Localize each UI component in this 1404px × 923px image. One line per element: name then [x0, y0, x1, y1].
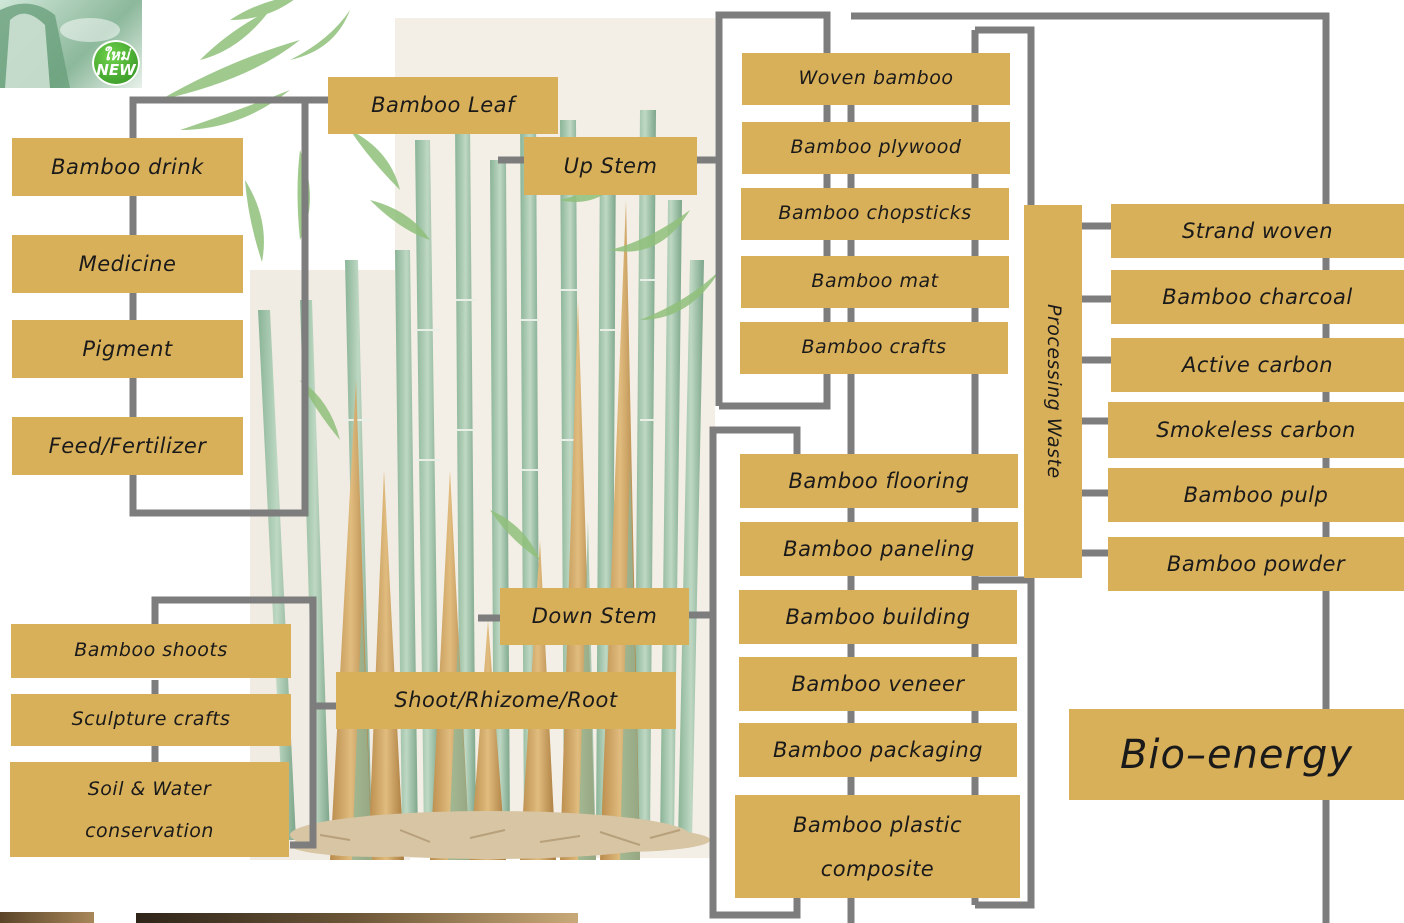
leaf-product-pigment: Pigment: [12, 320, 243, 378]
plastic-composite-line1: Bamboo plastic: [792, 812, 963, 837]
soil-water-line2: conservation: [85, 819, 214, 842]
root-product-bamboo-shoots: Bamboo shoots: [11, 624, 291, 678]
up-stem-product-bamboo-chopsticks: Bamboo chopsticks: [741, 188, 1009, 240]
down-stem-product-bamboo-veneer: Bamboo veneer: [739, 657, 1017, 711]
badge-thai-text: ใหม่: [102, 46, 130, 64]
up-stem-product-bamboo-mat: Bamboo mat: [741, 256, 1009, 308]
soil-water-line1: Soil & Water: [87, 777, 212, 800]
root-product-sculpture-crafts: Sculpture crafts: [11, 694, 291, 746]
category-down-stem: Down Stem: [500, 588, 689, 645]
leaf-product-medicine: Medicine: [12, 235, 243, 293]
waste-product-bamboo-pulp: Bamboo pulp: [1108, 468, 1404, 522]
down-stem-product-bamboo-packaging: Bamboo packaging: [739, 723, 1017, 777]
up-stem-product-woven-bamboo: Woven bamboo: [742, 53, 1010, 105]
root-product-soil-water-conservation: Soil & Water conservation: [10, 762, 289, 857]
plastic-composite-line2: composite: [820, 856, 935, 881]
category-processing-waste: Processing Waste: [1024, 205, 1082, 578]
category-shoot-rhizome-root: Shoot/Rhizome/Root: [336, 672, 676, 729]
down-stem-product-bamboo-plastic-composite: Bamboo plastic composite: [735, 795, 1020, 898]
category-bamboo-leaf: Bamboo Leaf: [328, 77, 558, 134]
waste-product-active-carbon: Active carbon: [1111, 338, 1404, 392]
bottle-image: [0, 3, 120, 88]
bottom-photo-right: [136, 913, 578, 923]
waste-product-bamboo-charcoal: Bamboo charcoal: [1111, 270, 1404, 324]
category-up-stem: Up Stem: [524, 137, 697, 195]
waste-product-smokeless-carbon: Smokeless carbon: [1108, 402, 1404, 458]
down-stem-product-bamboo-paneling: Bamboo paneling: [740, 522, 1018, 576]
new-badge: ใหม่ NEW: [92, 40, 140, 86]
up-stem-product-bamboo-plywood: Bamboo plywood: [742, 122, 1010, 174]
leaf-product-feed-fertilizer: Feed/Fertilizer: [12, 417, 243, 475]
waste-product-bamboo-powder: Bamboo powder: [1108, 537, 1404, 591]
badge-new-text: NEW: [96, 61, 136, 79]
bottom-photo-left: [0, 912, 94, 923]
down-stem-product-bamboo-building: Bamboo building: [739, 590, 1017, 644]
product-thumbnail: ใหม่ NEW: [0, 0, 142, 88]
down-stem-product-bamboo-flooring: Bamboo flooring: [740, 454, 1018, 508]
category-bio-energy: Bio–energy: [1069, 709, 1404, 800]
leaf-product-bamboo-drink: Bamboo drink: [12, 138, 243, 196]
waste-product-strand-woven: Strand woven: [1111, 204, 1404, 258]
up-stem-product-bamboo-crafts: Bamboo crafts: [740, 322, 1008, 374]
